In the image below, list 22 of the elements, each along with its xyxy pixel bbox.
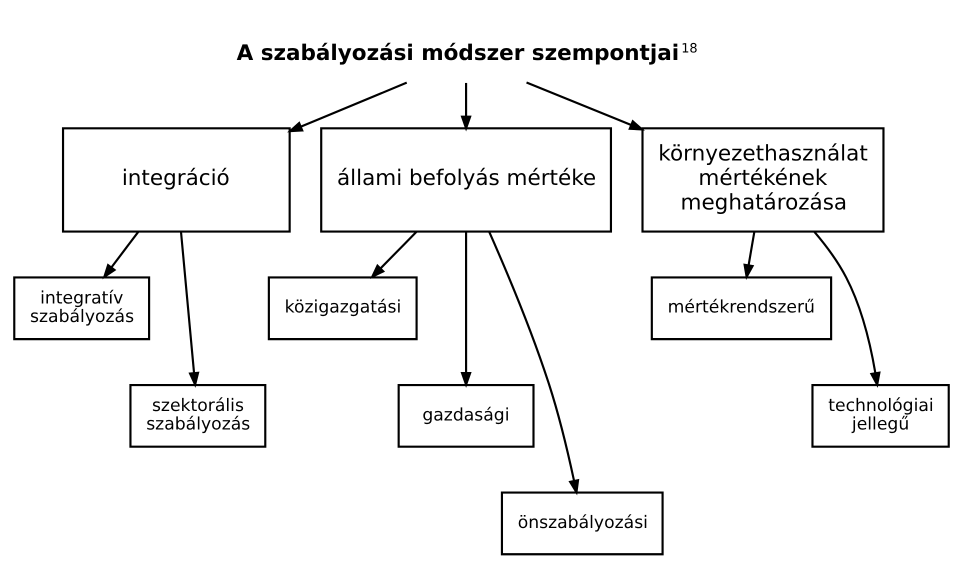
arrow: [526, 81, 645, 130]
arrow: [743, 230, 756, 280]
arrow: [814, 230, 881, 388]
arrow: [180, 231, 200, 388]
node-box: technológiai jellegű: [811, 383, 950, 448]
node-box: integratív szabályozás: [13, 276, 150, 340]
node-label: 18: [681, 41, 698, 56]
arrow: [488, 230, 580, 495]
arrow: [102, 230, 140, 279]
node-box: integráció: [62, 126, 291, 232]
node-box: környezethasználat mértékének meghatározása: [641, 126, 885, 232]
node-text: A szabályozási módszer szempontjai: [236, 40, 680, 66]
node-box: mértékrendszerű: [650, 276, 832, 340]
node-box: közigazgatási: [268, 276, 418, 340]
arrow: [460, 82, 472, 131]
arrow: [370, 230, 418, 279]
node-box: állami befolyás mértéke: [320, 126, 612, 232]
node-box: önszabályozási: [500, 491, 664, 555]
arrow: [287, 81, 408, 132]
arrow: [460, 231, 472, 388]
node-box: gazdasági: [398, 383, 535, 448]
node-box: szektorális szabályozás: [129, 383, 266, 448]
